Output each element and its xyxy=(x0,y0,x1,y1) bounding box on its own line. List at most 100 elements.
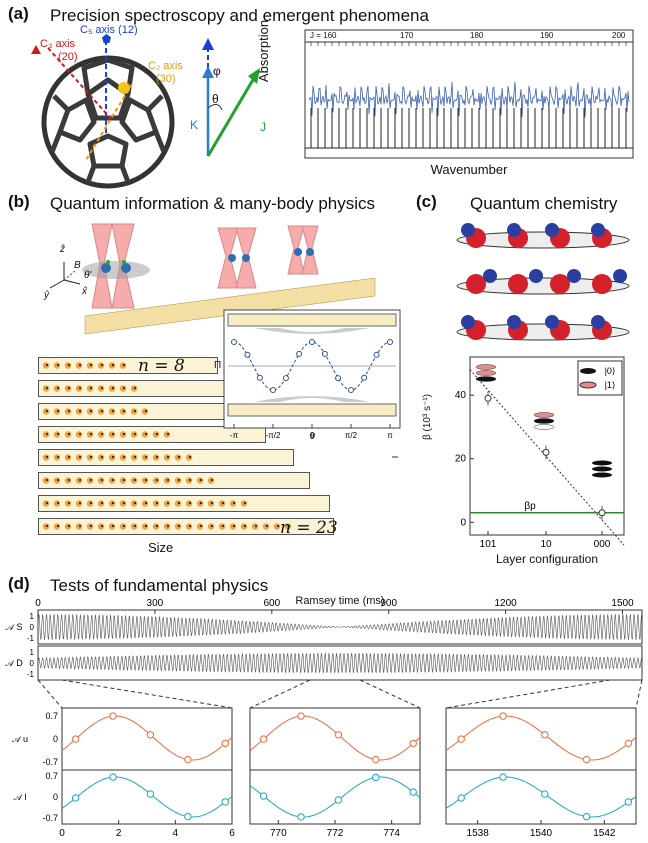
inset-xtick-label: π xyxy=(387,431,393,440)
lower-data-point xyxy=(409,788,417,796)
inset-data-point xyxy=(309,339,315,345)
inset-top-strip xyxy=(227,313,397,327)
beta-data-point xyxy=(598,509,606,517)
trapped-atom xyxy=(141,408,149,415)
inset-xtick-label: 0 xyxy=(310,431,315,440)
inset-xlabel: θ xyxy=(310,431,315,441)
atom-core xyxy=(122,524,126,528)
atom-core xyxy=(78,524,82,528)
trapped-atom xyxy=(75,362,83,369)
lower-fit-curve xyxy=(445,776,637,818)
atom-core xyxy=(144,478,148,482)
sub-upper-ylabel: 𝒜 u xyxy=(12,734,28,744)
n-bottom-label: n = 23 xyxy=(280,518,338,538)
atom-core xyxy=(100,386,104,390)
legend-label-1: |1⟩ xyxy=(605,380,616,390)
sub-xtick-label: 1542 xyxy=(593,828,616,839)
ad-ytick-label: 0 xyxy=(30,659,35,668)
c5-axis-marker-icon xyxy=(102,34,111,43)
trapped-atom xyxy=(130,500,138,507)
fine-spectrum-line xyxy=(308,81,630,118)
atom-core xyxy=(45,432,49,436)
trapped-atom xyxy=(42,477,50,484)
trapped-atom xyxy=(86,477,94,484)
c2-axis-count: (30) xyxy=(156,73,176,85)
trapped-atom xyxy=(97,362,105,369)
inset-data-point xyxy=(270,386,276,393)
trapped-atom xyxy=(174,477,182,484)
lower-data-point xyxy=(146,790,155,798)
upper-data-point xyxy=(582,755,591,764)
trapped-atom xyxy=(163,477,171,484)
ramsey-xtick-label: 300 xyxy=(147,598,164,609)
sub-lower-frame xyxy=(445,769,637,825)
sub-lower-frame xyxy=(249,769,421,825)
trapped-atom xyxy=(64,523,72,530)
size-label: Size xyxy=(148,540,174,555)
atom-core xyxy=(133,524,137,528)
atom-core xyxy=(122,478,126,482)
zoom-connector xyxy=(635,679,643,709)
legend-label-0: |0⟩ xyxy=(605,366,616,376)
upper-fit-curve xyxy=(249,715,421,761)
trapped-atom xyxy=(86,500,94,507)
atom-core xyxy=(232,501,236,505)
atom-core xyxy=(67,501,71,505)
as-ytick-label: 1 xyxy=(30,612,35,621)
j-vector-label: J xyxy=(260,120,266,134)
blue-atom xyxy=(461,315,475,329)
zoom-connector xyxy=(445,679,611,709)
atom-core xyxy=(45,501,49,505)
upper-data-point xyxy=(184,755,192,764)
atom-core xyxy=(89,501,93,505)
lower-data-point xyxy=(297,813,305,821)
zoom-connector xyxy=(359,679,421,709)
inset-data-point xyxy=(335,375,342,382)
trapped-atom xyxy=(97,454,105,461)
atom-core xyxy=(111,455,115,459)
trapped-atom xyxy=(64,385,72,392)
atom-core xyxy=(67,432,71,436)
trapped-atom xyxy=(53,500,61,507)
sub-upper-frame xyxy=(445,707,637,771)
trapped-atom xyxy=(42,408,50,415)
atom-core xyxy=(188,455,192,459)
ramsey-xlabel: Ramsey time (ms) xyxy=(295,595,385,607)
trapped-atom xyxy=(119,500,127,507)
trapped-atom xyxy=(152,523,160,530)
atom-core xyxy=(78,363,82,367)
atom-core xyxy=(122,432,126,436)
k-vector-label: K xyxy=(190,118,199,132)
fullerene-molecule xyxy=(41,40,175,189)
sub-ytick-label: 0 xyxy=(53,792,58,802)
sub-ytick-label: 0.7 xyxy=(45,771,58,781)
upper-data-point xyxy=(624,739,633,748)
atom-core xyxy=(133,409,137,413)
trapped-atom xyxy=(75,454,83,461)
molecule-layers-illustration xyxy=(456,223,630,341)
lower-data-point xyxy=(259,792,268,800)
atom-core xyxy=(67,455,71,459)
sub-xtick-label: 1540 xyxy=(530,828,553,839)
inset-bottom-strip xyxy=(227,403,397,417)
atom-core xyxy=(100,432,104,436)
atom-core xyxy=(56,386,60,390)
atom-core xyxy=(122,409,126,413)
sub-lower-frame xyxy=(61,769,233,825)
atom-core xyxy=(188,478,192,482)
c3-axis-label: C₃ axis xyxy=(40,38,76,50)
trapped-atom xyxy=(174,500,182,507)
red-atom xyxy=(592,274,612,294)
sub-xtick-label: 2 xyxy=(116,828,122,839)
atom-core xyxy=(111,363,115,367)
axis-x-label: x̂ xyxy=(82,286,87,297)
zoom-connector xyxy=(249,679,311,709)
beta-xtick-label: 10 xyxy=(540,539,552,550)
beta-xtick-label: 101 xyxy=(480,539,497,550)
trapped-atom xyxy=(240,523,248,530)
lower-data-point xyxy=(221,798,229,806)
trapped-atom xyxy=(64,408,72,415)
inset-xtick-label: π/2 xyxy=(345,431,358,440)
atom-core xyxy=(199,524,203,528)
